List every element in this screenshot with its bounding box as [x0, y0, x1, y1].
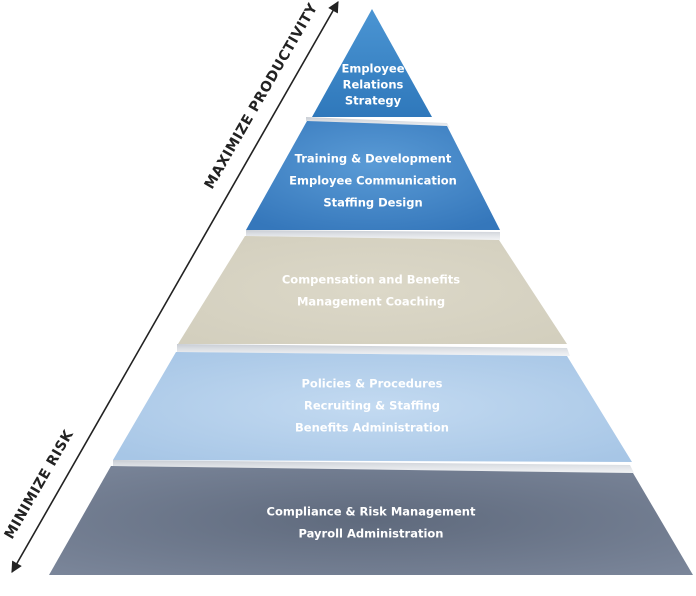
tier-4-line-1: Policies & Procedures	[301, 377, 442, 391]
tier-1-text: Employee Relations Strategy	[341, 62, 404, 108]
tier-1-line-1: Employee	[341, 62, 404, 76]
tier-2-line-3: Staffing Design	[323, 196, 422, 210]
tier-4-line-3: Benefits Administration	[295, 421, 449, 435]
tier-3-shape	[178, 236, 567, 344]
tier-1-shape	[312, 9, 432, 117]
tier-5-line-1: Compliance & Risk Management	[267, 505, 476, 519]
tier-1-line-2: Relations	[343, 78, 404, 92]
tier-2-line-2: Employee Communication	[289, 174, 457, 188]
tier-3-line-2: Management Coaching	[297, 295, 445, 309]
tier-4-line-2: Recruiting & Staffing	[304, 399, 440, 413]
tier-5-shape	[49, 466, 693, 575]
tier-1-line-3: Strategy	[345, 94, 402, 108]
tier-5-line-2: Payroll Administration	[299, 527, 444, 541]
tier-2-line-1: Training & Development	[295, 152, 452, 166]
tier-3-line-1: Compensation and Benefits	[282, 273, 460, 287]
risk-productivity-arrow	[11, 1, 339, 573]
tier-4-text: Policies & Procedures Recruiting & Staff…	[295, 377, 449, 435]
